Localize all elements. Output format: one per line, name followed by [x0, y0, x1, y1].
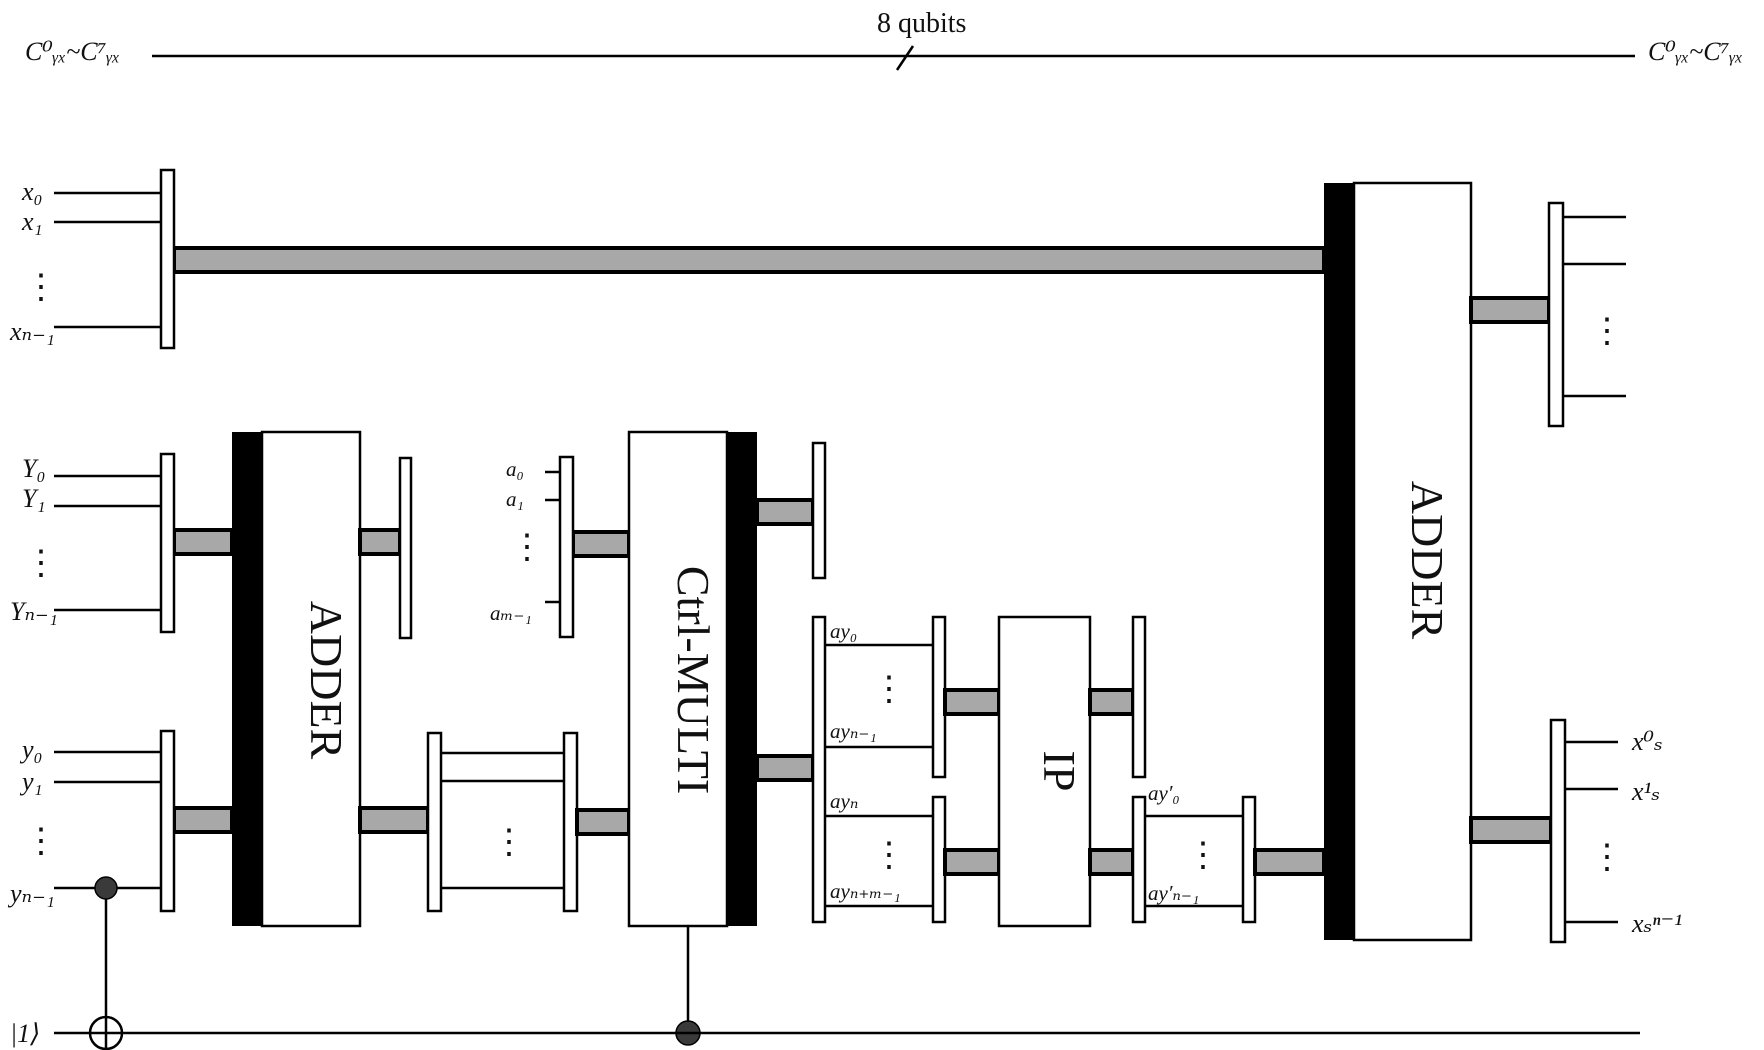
ctrl-multi-bar [727, 432, 757, 926]
x-ellipsis: ⋮ [24, 269, 58, 306]
x1-label: x₁ [21, 207, 43, 236]
multi-bus-out-upper [755, 498, 815, 526]
qubit-count-label: 8 qubits [877, 8, 966, 39]
mid-bus-to-multi [575, 808, 631, 836]
a1-label: a₁ [506, 487, 524, 511]
y1-label: y₁ [19, 767, 43, 796]
x-register [159, 168, 176, 350]
mid-ellipsis: ⋮ [492, 824, 526, 861]
xs-register [1549, 718, 1567, 944]
y-register [159, 729, 176, 913]
top-wire-left-label: C⁰ᵧₓ~C⁷ᵧₓ [25, 37, 120, 66]
Yn1-label: Yₙ₋₁ [10, 597, 58, 626]
ip-out-upper-register [1131, 615, 1147, 779]
out-upper-register [1547, 201, 1565, 428]
a-ellipsis: ⋮ [510, 529, 544, 566]
xs0-label: x⁰ₛ [1631, 727, 1663, 756]
adder2-bus-out-lower [1469, 816, 1553, 844]
adder1-bus-out-upper [358, 528, 402, 556]
ip-bus-out-upper [1088, 688, 1135, 716]
xn1-label: xₙ₋₁ [9, 317, 55, 346]
y-ellipsis: ⋮ [24, 823, 58, 860]
adder2-bar [1324, 183, 1354, 940]
am1-label: aₘ₋₁ [490, 601, 532, 625]
ayp-ellipsis: ⋮ [1186, 837, 1220, 874]
adder2-gate [1352, 181, 1473, 942]
ay0-label: ay₀ [830, 619, 857, 643]
ayn-label: ayₙ [830, 789, 858, 813]
ayp-register-left [1131, 795, 1147, 924]
ay-register [811, 615, 827, 924]
cnot-control-dot [94, 876, 118, 900]
ayn1-label: ayₙ₋₁ [830, 719, 877, 743]
ip-gate [997, 615, 1092, 928]
aypn1-label: ay′ₙ₋₁ [1148, 881, 1199, 905]
adder2-label: ADDER [1402, 481, 1453, 640]
aynm1-label: ayₙ₊ₘ₋₁ [830, 879, 901, 903]
x-bus [172, 246, 1326, 274]
Y-bus-in [172, 528, 234, 556]
adder1-bus-out-lower [358, 806, 430, 834]
ancilla-label: |1⟩ [10, 1019, 40, 1048]
a-bus [571, 530, 631, 558]
yn1-label: yₙ₋₁ [7, 879, 55, 908]
out-upper-ellipsis: ⋮ [1590, 313, 1624, 350]
qubit-count-slash [895, 45, 915, 71]
Y-ellipsis: ⋮ [24, 545, 58, 582]
mid-register-left [426, 731, 443, 913]
adder1-bar [232, 432, 262, 926]
xs-ellipsis: ⋮ [1590, 839, 1624, 876]
ay-lower-ellipsis: ⋮ [872, 837, 906, 874]
multi-out-upper-register [811, 441, 827, 580]
ip-bus-out-lower [1088, 848, 1135, 876]
ip-bus-in-lower [943, 848, 1001, 876]
multi-bus-out-lower [755, 754, 815, 782]
ctrl-multi-label: Ctrl-MULTI [668, 566, 719, 794]
ctrl-multi-gate [627, 430, 729, 928]
a0-label: a₀ [506, 457, 524, 481]
x0-label: x₀ [21, 177, 43, 206]
adder1-label: ADDER [301, 601, 352, 760]
Y-register [159, 452, 176, 634]
adder1-out-upper-register [398, 456, 413, 640]
adder2-bus-out-upper [1469, 296, 1551, 324]
adder1-gate [260, 430, 362, 928]
y0-label: y₀ [19, 735, 43, 764]
ip-label: IP [1034, 751, 1085, 792]
top-wire-right-label: C⁰ᵧₓ~C⁷ᵧₓ [1648, 37, 1743, 66]
xs1-label: x¹ₛ [1631, 777, 1660, 806]
ip-bus-in-upper [943, 688, 1001, 716]
ay-upper-ellipsis: ⋮ [872, 671, 906, 708]
ayp0-label: ay′₀ [1148, 781, 1180, 805]
Y0-label: Y₀ [22, 454, 46, 483]
Y1-label: Y₁ [22, 484, 46, 513]
xsn1-label: xₛⁿ⁻¹ [1631, 909, 1682, 938]
a-register [558, 455, 575, 639]
y-bus-in [172, 806, 234, 834]
adder2-bus-in-lower [1253, 848, 1326, 876]
